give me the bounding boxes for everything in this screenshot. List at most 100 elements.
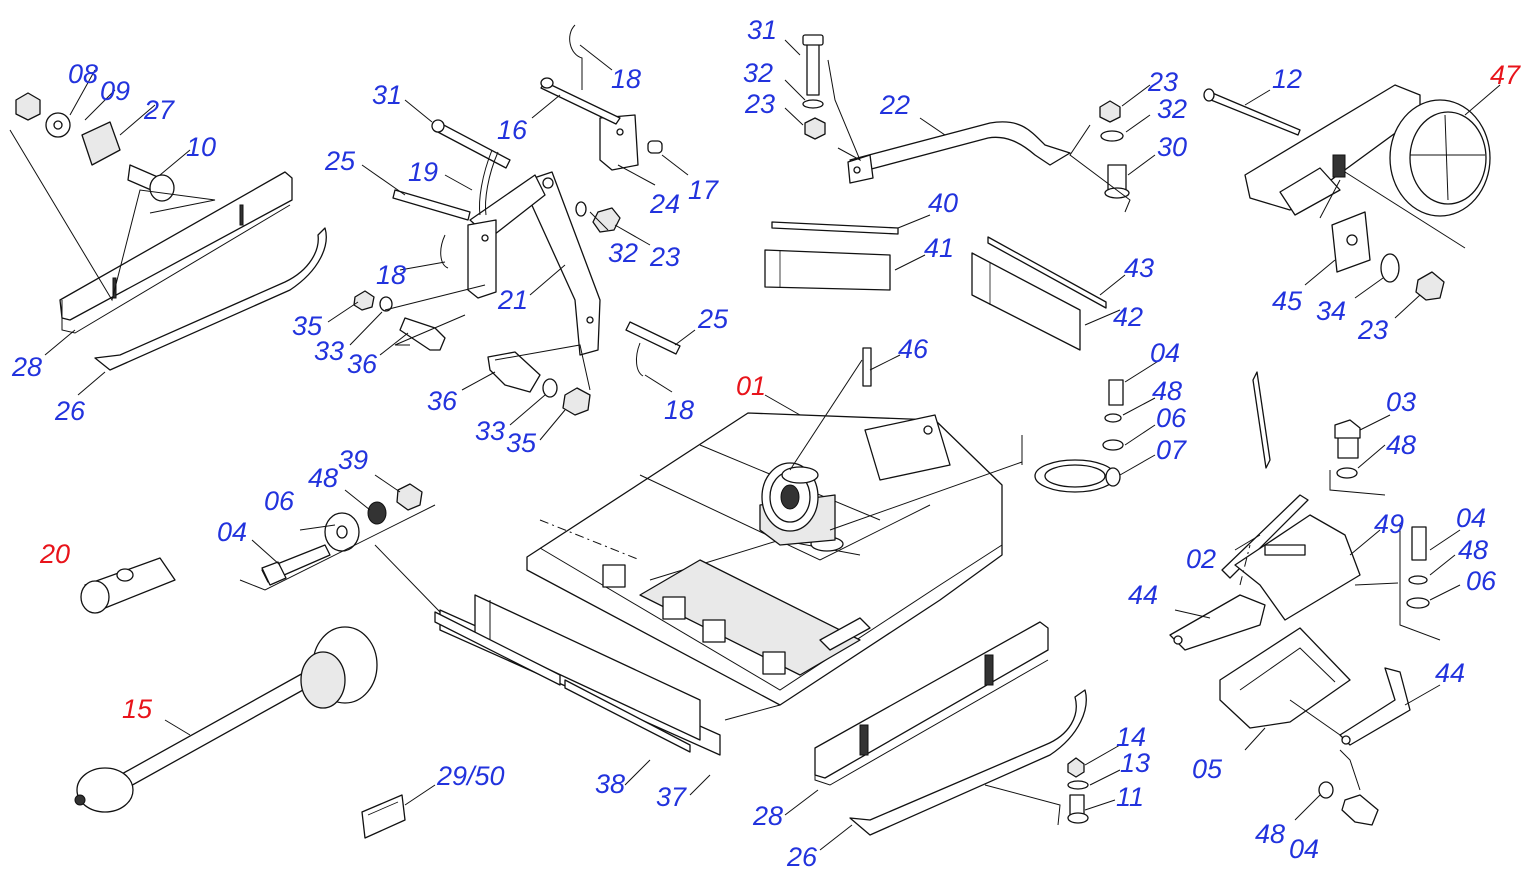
bolt-part-31b	[802, 34, 824, 96]
label-03: 03	[1386, 387, 1416, 417]
link-plate-part-24	[599, 114, 639, 171]
sleeve-part-20	[80, 557, 176, 614]
label-15: 15	[122, 694, 153, 724]
label-12: 12	[1272, 64, 1302, 94]
pad-part-27	[81, 121, 121, 166]
linch-pin-part-18b	[440, 234, 449, 269]
label-23-toplink: 23	[744, 89, 775, 119]
bushing-part-17	[647, 140, 663, 154]
bolt-part-04d	[261, 544, 331, 586]
label-32-hitch: 32	[608, 238, 638, 268]
bolt-part-36b	[487, 351, 541, 393]
axle-bolt-part-12	[1203, 88, 1301, 136]
bushing-part-30	[1104, 164, 1130, 199]
nut-part-23a	[592, 207, 621, 233]
label-19: 19	[408, 157, 438, 187]
label-06-left: 06	[264, 486, 295, 516]
mower-deck-part-01	[526, 412, 1003, 706]
label-09: 09	[100, 76, 130, 106]
label-04-left: 04	[217, 517, 247, 547]
washer-part-32a	[575, 201, 587, 217]
nut-part-23d	[1415, 271, 1445, 301]
label-31-toplink: 31	[747, 15, 777, 45]
label-49: 49	[1374, 509, 1404, 539]
label-06-right: 06	[1466, 566, 1497, 596]
label-17: 17	[688, 175, 719, 205]
label-06-top: 06	[1156, 403, 1187, 433]
label-48-right: 48	[1386, 430, 1416, 460]
top-link-part-22	[847, 121, 1071, 184]
washer-part-33a	[379, 296, 393, 312]
label-18-lower: 18	[664, 395, 694, 425]
label-04-right: 04	[1456, 503, 1486, 533]
bracket-part-44a	[1169, 594, 1266, 651]
label-35-left: 35	[292, 311, 323, 341]
label-29-50: 29/50	[436, 761, 505, 791]
label-01: 01	[736, 371, 766, 401]
washer-part-06b	[1406, 597, 1430, 609]
label-39: 39	[338, 445, 368, 475]
pin-part-16	[540, 77, 621, 125]
label-23-hitch: 23	[649, 242, 680, 272]
label-27: 27	[143, 95, 175, 125]
label-46: 46	[898, 334, 929, 364]
bracket-part-44b	[1339, 667, 1411, 746]
bolt-part-04a	[1108, 379, 1124, 406]
label-20: 20	[39, 539, 70, 569]
label-33-left: 33	[314, 336, 344, 366]
label-44-upper: 44	[1128, 580, 1158, 610]
label-18-top: 18	[611, 64, 641, 94]
label-28-front: 28	[752, 801, 783, 831]
label-24: 24	[649, 189, 680, 219]
label-28-left: 28	[11, 352, 42, 382]
label-36-left: 36	[347, 349, 378, 379]
decal-part-29-50	[361, 794, 406, 839]
label-32-right: 32	[1157, 94, 1187, 124]
label-04-top: 04	[1150, 338, 1180, 368]
skid-shoe-left-part-26	[94, 227, 327, 371]
label-41: 41	[924, 233, 954, 263]
label-25-lower: 25	[697, 304, 729, 334]
label-32-toplink: 32	[743, 58, 773, 88]
label-14: 14	[1116, 722, 1146, 752]
nut-part-35a	[353, 290, 375, 311]
washer-part-33b	[542, 378, 558, 398]
label-35-lower: 35	[506, 428, 537, 458]
label-04-bottom: 04	[1289, 834, 1319, 864]
label-48-right2: 48	[1458, 535, 1488, 565]
nut-part-23c	[1099, 100, 1121, 123]
nut-part-14	[1067, 757, 1085, 778]
deck-brackets	[602, 564, 871, 675]
label-22: 22	[879, 90, 910, 120]
guard-part-05	[1219, 627, 1351, 729]
washer-part-48a	[1104, 413, 1122, 423]
blade-part-02	[1221, 371, 1309, 579]
chain-guard-bar-part-38	[434, 611, 691, 753]
label-42: 42	[1113, 302, 1143, 332]
leader-lines	[9, 39, 1501, 851]
pin-part-25b	[625, 321, 681, 355]
chain-guard-part-42	[971, 252, 1081, 351]
bolt-part-03	[1334, 419, 1361, 459]
label-31-hitch: 31	[372, 80, 402, 110]
label-34: 34	[1316, 296, 1346, 326]
washer-part-48c	[1408, 575, 1428, 585]
nut-part-35b	[562, 387, 591, 416]
washer-part-06c	[324, 512, 360, 552]
label-25-upper: 25	[324, 146, 356, 176]
label-10: 10	[186, 132, 216, 162]
washer-part-09	[45, 112, 71, 138]
label-40: 40	[928, 188, 958, 218]
label-37: 37	[656, 782, 687, 812]
bolt-part-04b	[1411, 526, 1427, 561]
label-48-left: 48	[308, 463, 338, 493]
washer-part-48b	[1336, 467, 1358, 479]
washer-part-48d	[1318, 781, 1334, 799]
label-08: 08	[68, 59, 98, 89]
label-43: 43	[1124, 253, 1154, 283]
linch-pin-part-18c	[635, 342, 644, 377]
bolt-part-04c	[1341, 794, 1379, 826]
chain-guard-bar-part-40	[771, 221, 899, 235]
hitch-arm-part-21	[467, 171, 601, 356]
pin-part-31a	[431, 119, 511, 169]
